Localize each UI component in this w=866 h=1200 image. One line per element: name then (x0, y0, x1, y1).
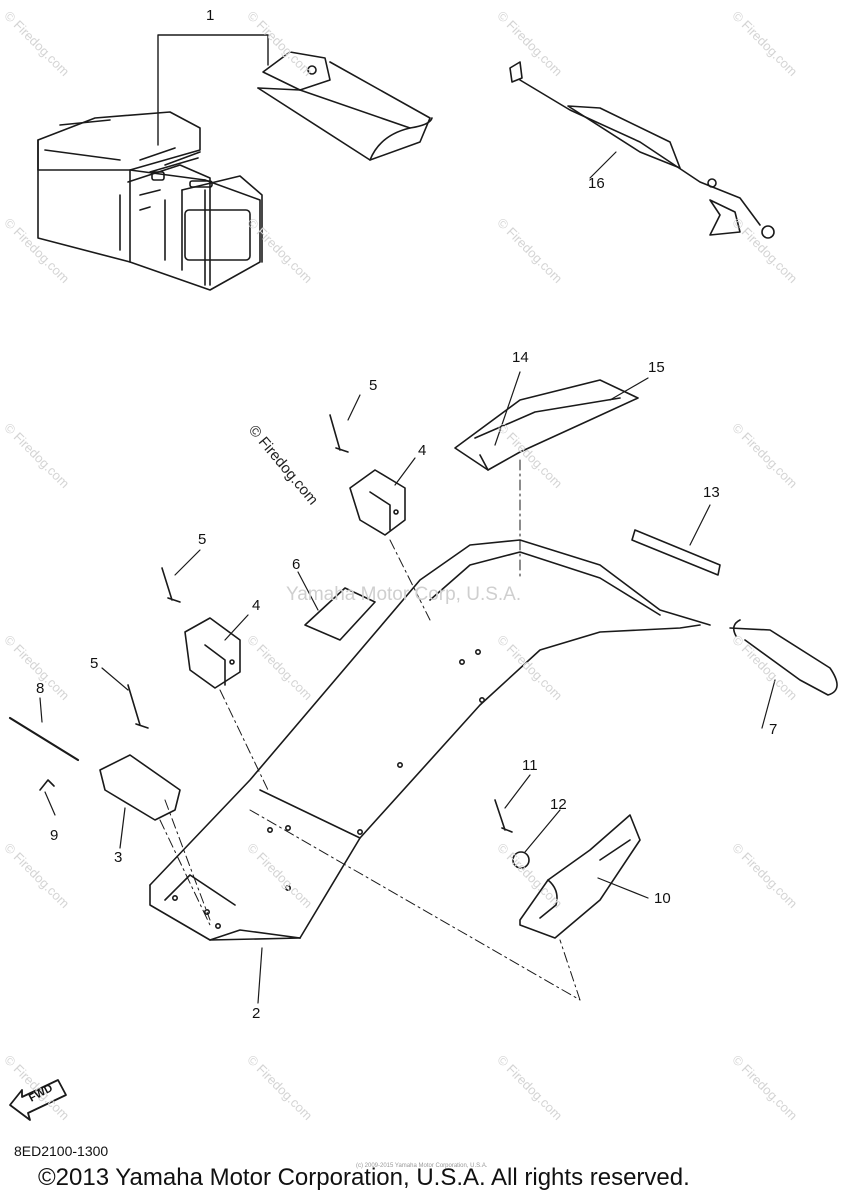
part-8-pin-illustration (8, 716, 80, 762)
part-11-screw-illustration (494, 799, 513, 833)
part-16-cable-illustration (509, 61, 775, 239)
callout-5-lower: 5 (90, 655, 99, 672)
callout-7: 7 (769, 721, 778, 738)
callout-2: 2 (252, 1005, 261, 1022)
callout-13: 13 (703, 484, 720, 501)
callout-10: 10 (654, 890, 671, 907)
part-1-bag-illustration (37, 111, 263, 291)
part-6-plate-illustration (304, 587, 376, 641)
callout-16: 16 (588, 175, 605, 192)
diagram-code: 8ED2100-1300 (14, 1143, 109, 1159)
part-13-strip-illustration (631, 529, 721, 576)
part-2-footplate-illustration (149, 539, 711, 941)
callout-4-lower: 4 (252, 597, 261, 614)
fwd-arrow-icon (9, 1079, 67, 1121)
callout-5-middle: 5 (198, 531, 207, 548)
part-9-clip-illustration (39, 779, 55, 791)
callout-3: 3 (114, 849, 123, 866)
part-5-screw-upper (329, 414, 349, 453)
part-3-hinge-illustration (99, 754, 181, 821)
part-10-tray-illustration (519, 814, 641, 939)
part-1-pouch-illustration (257, 51, 433, 161)
callout-14: 14 (512, 349, 529, 366)
part-4-clip-lower-illustration (184, 617, 241, 689)
part-14-pad-illustration (454, 379, 639, 471)
small-credit: (c) 2009-2015 Yamaha Motor Corporation, … (356, 1163, 488, 1169)
part-12-nut-illustration (512, 851, 530, 869)
callout-9: 9 (50, 827, 59, 844)
callout-4-upper: 4 (418, 442, 427, 459)
part-4-clip-upper-illustration (349, 469, 406, 536)
copyright-notice: ©2013 Yamaha Motor Corporation, U.S.A. A… (38, 1164, 690, 1191)
part-7-hook-illustration (729, 619, 838, 696)
callout-6: 6 (292, 556, 301, 573)
watermark-center: Yamaha Motor Corp, U.S.A. (286, 584, 522, 605)
callout-15: 15 (648, 359, 665, 376)
callout-12: 12 (550, 796, 567, 813)
callout-11: 11 (522, 757, 538, 774)
callout-1: 1 (206, 7, 215, 24)
callout-8: 8 (36, 680, 45, 697)
part-5-screw-middle (161, 567, 181, 603)
part-5-screw-lower (127, 684, 149, 729)
callout-5-upper: 5 (369, 377, 378, 394)
